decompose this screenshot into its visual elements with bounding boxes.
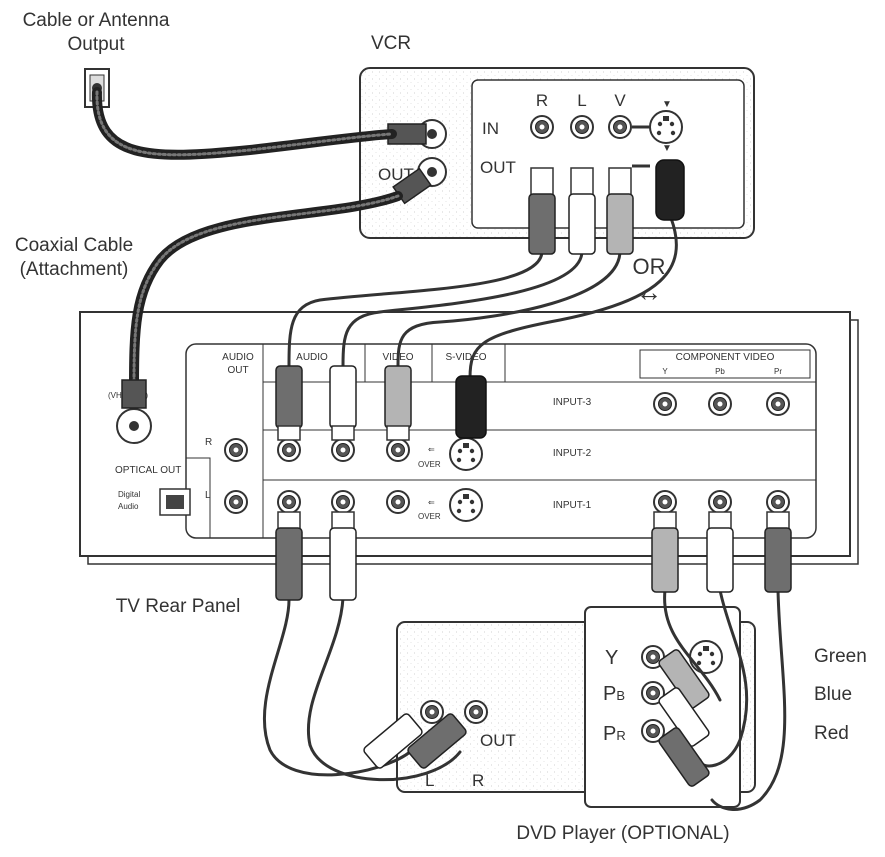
or-label: OR <box>633 254 666 279</box>
tv-input2-plugs <box>275 365 487 441</box>
or-arrow: ↔ <box>636 277 662 307</box>
tv-comp-pr-label: Pr <box>774 367 782 376</box>
coax-label-line2: (Attachment) <box>20 259 129 280</box>
tv-input2-audio-r-jack <box>331 438 355 462</box>
dvd-pr-label: PR <box>603 723 626 745</box>
cable-vcr-audio-l <box>341 250 584 368</box>
tv-optical-out-label: OPTICAL OUT <box>115 465 181 476</box>
vcr-col-v-label: V <box>614 91 626 110</box>
vcr-col-l-label: L <box>577 91 586 110</box>
tv-input3-comp-pb-jack <box>708 392 732 416</box>
tv-input1-plugs <box>275 511 792 601</box>
plug-yellow <box>606 193 634 255</box>
tv-input1-svideo-jack <box>449 488 483 522</box>
tv-input3-comp-y-jack <box>653 392 677 416</box>
tv-audio-out-l-label: L <box>205 490 211 501</box>
tv-input1-comp-pr-jack <box>766 490 790 514</box>
plug-red <box>528 193 556 255</box>
dvd-r-label: R <box>472 771 484 790</box>
dvd-audio-r-jack <box>464 700 488 724</box>
tv-audio-out-label-line1: AUDIO <box>222 352 254 363</box>
tv-component-label: COMPONENT VIDEO <box>676 352 775 363</box>
dvd-audio-l-jack <box>420 700 444 724</box>
cable-vcr-audio-r <box>287 250 544 368</box>
tv-input1-label: INPUT-1 <box>553 500 592 511</box>
green-label: Green <box>814 646 867 667</box>
blue-label: Blue <box>814 684 852 705</box>
optical-port-opening <box>166 495 184 509</box>
cable-tv-to-dvd-audio-r <box>307 596 462 782</box>
coax-label-line1: Coaxial Cable <box>15 235 133 256</box>
vcr-in-r-jack <box>530 115 554 139</box>
cable-comp-pr <box>710 588 787 811</box>
dvd-player-label: DVD Player (OPTIONAL) <box>516 823 729 844</box>
vcr-col-r-label: R <box>536 91 548 110</box>
dvd-component-plugs <box>658 649 710 787</box>
cable-comp-pb <box>698 588 749 768</box>
red-label: Red <box>814 723 849 744</box>
vcr-out-label: OUT <box>480 158 516 177</box>
cable-antenna-to-vcr <box>91 87 397 160</box>
plug-white <box>568 193 596 255</box>
dvd-audio-plugs <box>363 713 467 769</box>
tv-input1-comp-y-jack <box>653 490 677 514</box>
dvd-pb-label: PB <box>603 683 625 705</box>
tv-audio-label: AUDIO <box>296 352 328 363</box>
tv-antenna-input <box>116 408 152 444</box>
cable-comp-y <box>663 588 722 702</box>
vcr-in-l-jack <box>570 115 594 139</box>
vcr-unit <box>359 67 755 239</box>
antenna-output-label-line2: Output <box>67 34 125 55</box>
tv-coax-plug <box>121 379 147 409</box>
dvd-out-label: OUT <box>480 731 516 750</box>
tv-comp-y-label: Y <box>662 367 668 376</box>
tv-input2-audio-l-jack <box>277 438 301 462</box>
tv-input3-comp-pr-jack <box>766 392 790 416</box>
dvd-l-label: L <box>425 771 434 790</box>
tv-input1-comp-pb-jack <box>708 490 732 514</box>
cable-vcr-video <box>396 250 622 368</box>
tv-input1-audio-r-jack <box>331 490 355 514</box>
vcr-out-plugs <box>528 159 685 255</box>
tv-audio-out-label-line2: OUT <box>227 365 248 376</box>
tv-audio-out-r-label: R <box>205 437 212 448</box>
tv-digital-audio-line2: Audio <box>118 502 139 511</box>
svg-text:▼: ▼ <box>662 99 672 110</box>
tv-input2-video-jack <box>386 438 410 462</box>
tv-input1-audio-l-jack <box>277 490 301 514</box>
cable-vcr-svideo <box>468 216 678 380</box>
tv-over-label-2: OVER <box>418 460 441 469</box>
dvd-y-label: Y <box>605 647 618 669</box>
tv-svideo-label: S-VIDEO <box>445 352 486 363</box>
tv-input2-label: INPUT-2 <box>553 448 592 459</box>
tv-over-label-1: OVER <box>418 512 441 521</box>
cable-tv-to-dvd-audio-l <box>262 596 412 777</box>
tv-rear-panel-label: TV Rear Panel <box>116 596 241 617</box>
vcr-in-v-jack <box>608 115 632 139</box>
tv-arrow-2: ⇐ <box>428 445 435 454</box>
tv-digital-audio-line1: Digital <box>118 490 140 499</box>
plug-svideo <box>655 159 685 221</box>
vcr-in-label: IN <box>482 119 499 138</box>
tv-audio-out-r-jack <box>224 438 248 462</box>
tv-input3-label: INPUT-3 <box>553 397 592 408</box>
antenna-output-label-line1: Cable or Antenna <box>23 10 170 31</box>
vcr-label: VCR <box>371 33 411 54</box>
tv-arrow-1: ⇐ <box>428 498 435 507</box>
vcr-in-svideo-jack <box>649 110 683 144</box>
dvd-svideo-jack <box>689 640 723 674</box>
tv-audio-out-l-jack <box>224 490 248 514</box>
tv-input2-svideo-jack <box>449 437 483 471</box>
vcr-coax-out-connector <box>392 157 447 205</box>
svg-text:▼: ▼ <box>662 143 672 154</box>
cables <box>91 87 787 811</box>
tv-comp-pb-label: Pb <box>715 367 725 376</box>
vcr-coax-in-connector <box>387 119 447 149</box>
tv-input1-video-jack <box>386 490 410 514</box>
